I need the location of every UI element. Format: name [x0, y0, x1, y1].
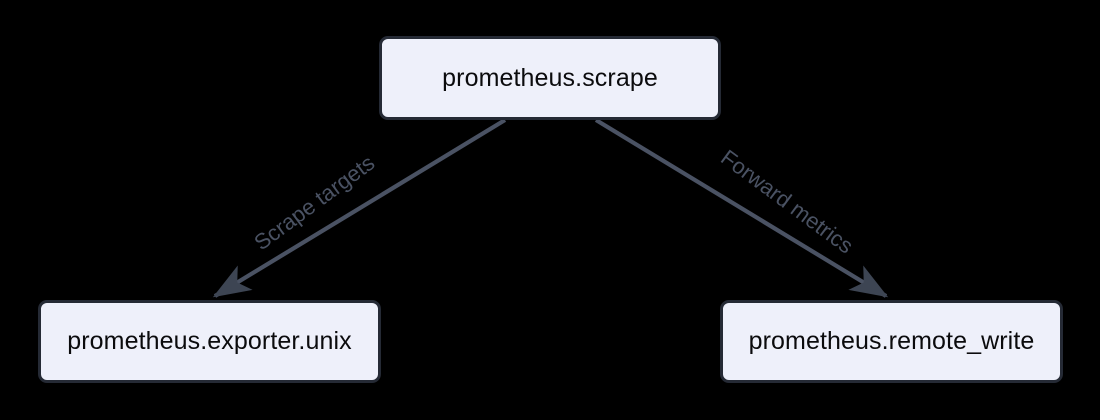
edge-line-scrape-targets	[212, 118, 507, 298]
node-prometheus-scrape[interactable]: prometheus.scrape	[379, 36, 721, 120]
node-label: prometheus.scrape	[442, 63, 658, 92]
node-prometheus-exporter-unix[interactable]: prometheus.exporter.unix	[38, 300, 381, 383]
node-label: prometheus.exporter.unix	[67, 327, 352, 355]
node-label: prometheus.remote_write	[748, 327, 1035, 355]
node-prometheus-remote-write[interactable]: prometheus.remote_write	[720, 300, 1063, 383]
edge-line-forward-metrics	[594, 118, 889, 298]
